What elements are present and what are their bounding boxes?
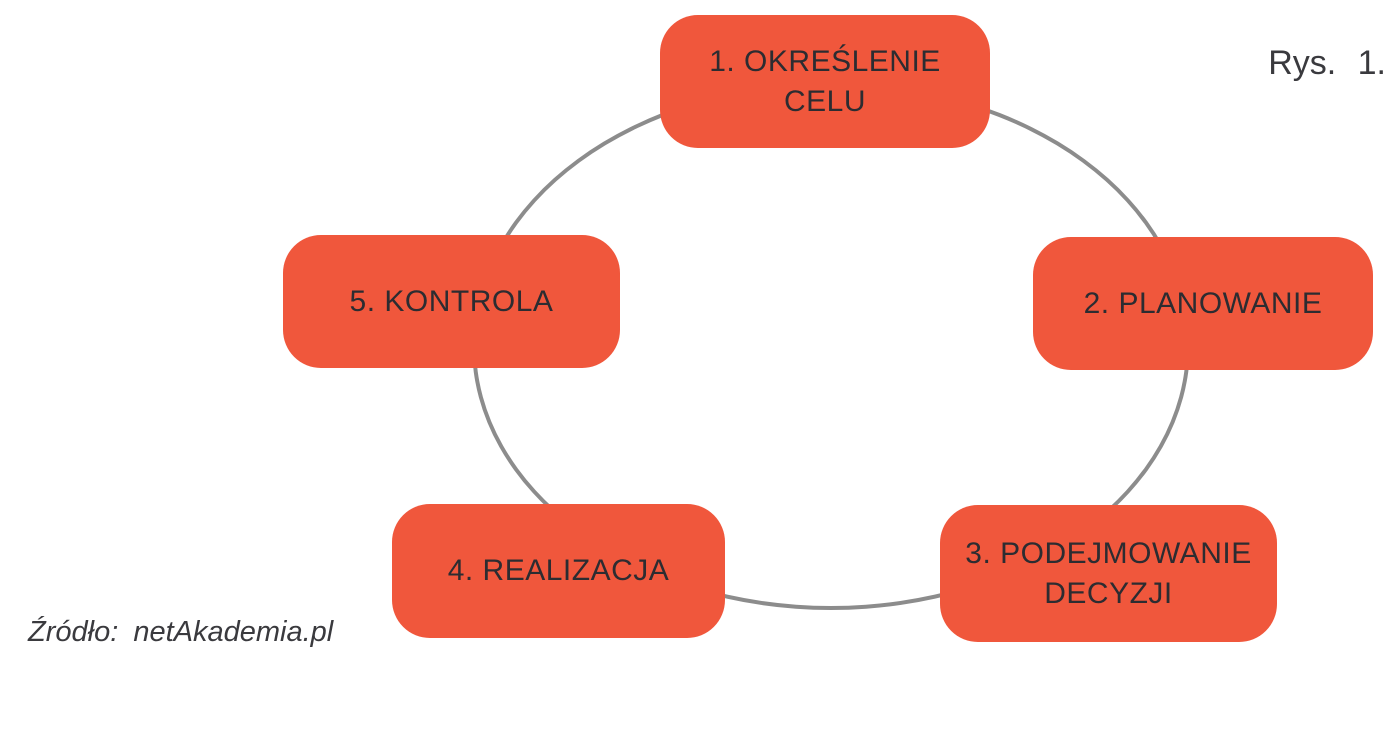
cycle-node-1: 1. OKREŚLENIE CELU	[660, 15, 990, 148]
figure-caption: Rys. 1.	[1268, 44, 1386, 82]
figure-source: Źródło: netAkademia.pl	[28, 616, 334, 648]
cycle-node-4: 4. REALIZACJA	[392, 504, 725, 638]
cycle-node-5: 5. KONTROLA	[283, 235, 620, 368]
cycle-node-3: 3. PODEJMOWANIE DECYZJI	[940, 505, 1277, 642]
cycle-node-2: 2. PLANOWANIE	[1033, 237, 1373, 370]
